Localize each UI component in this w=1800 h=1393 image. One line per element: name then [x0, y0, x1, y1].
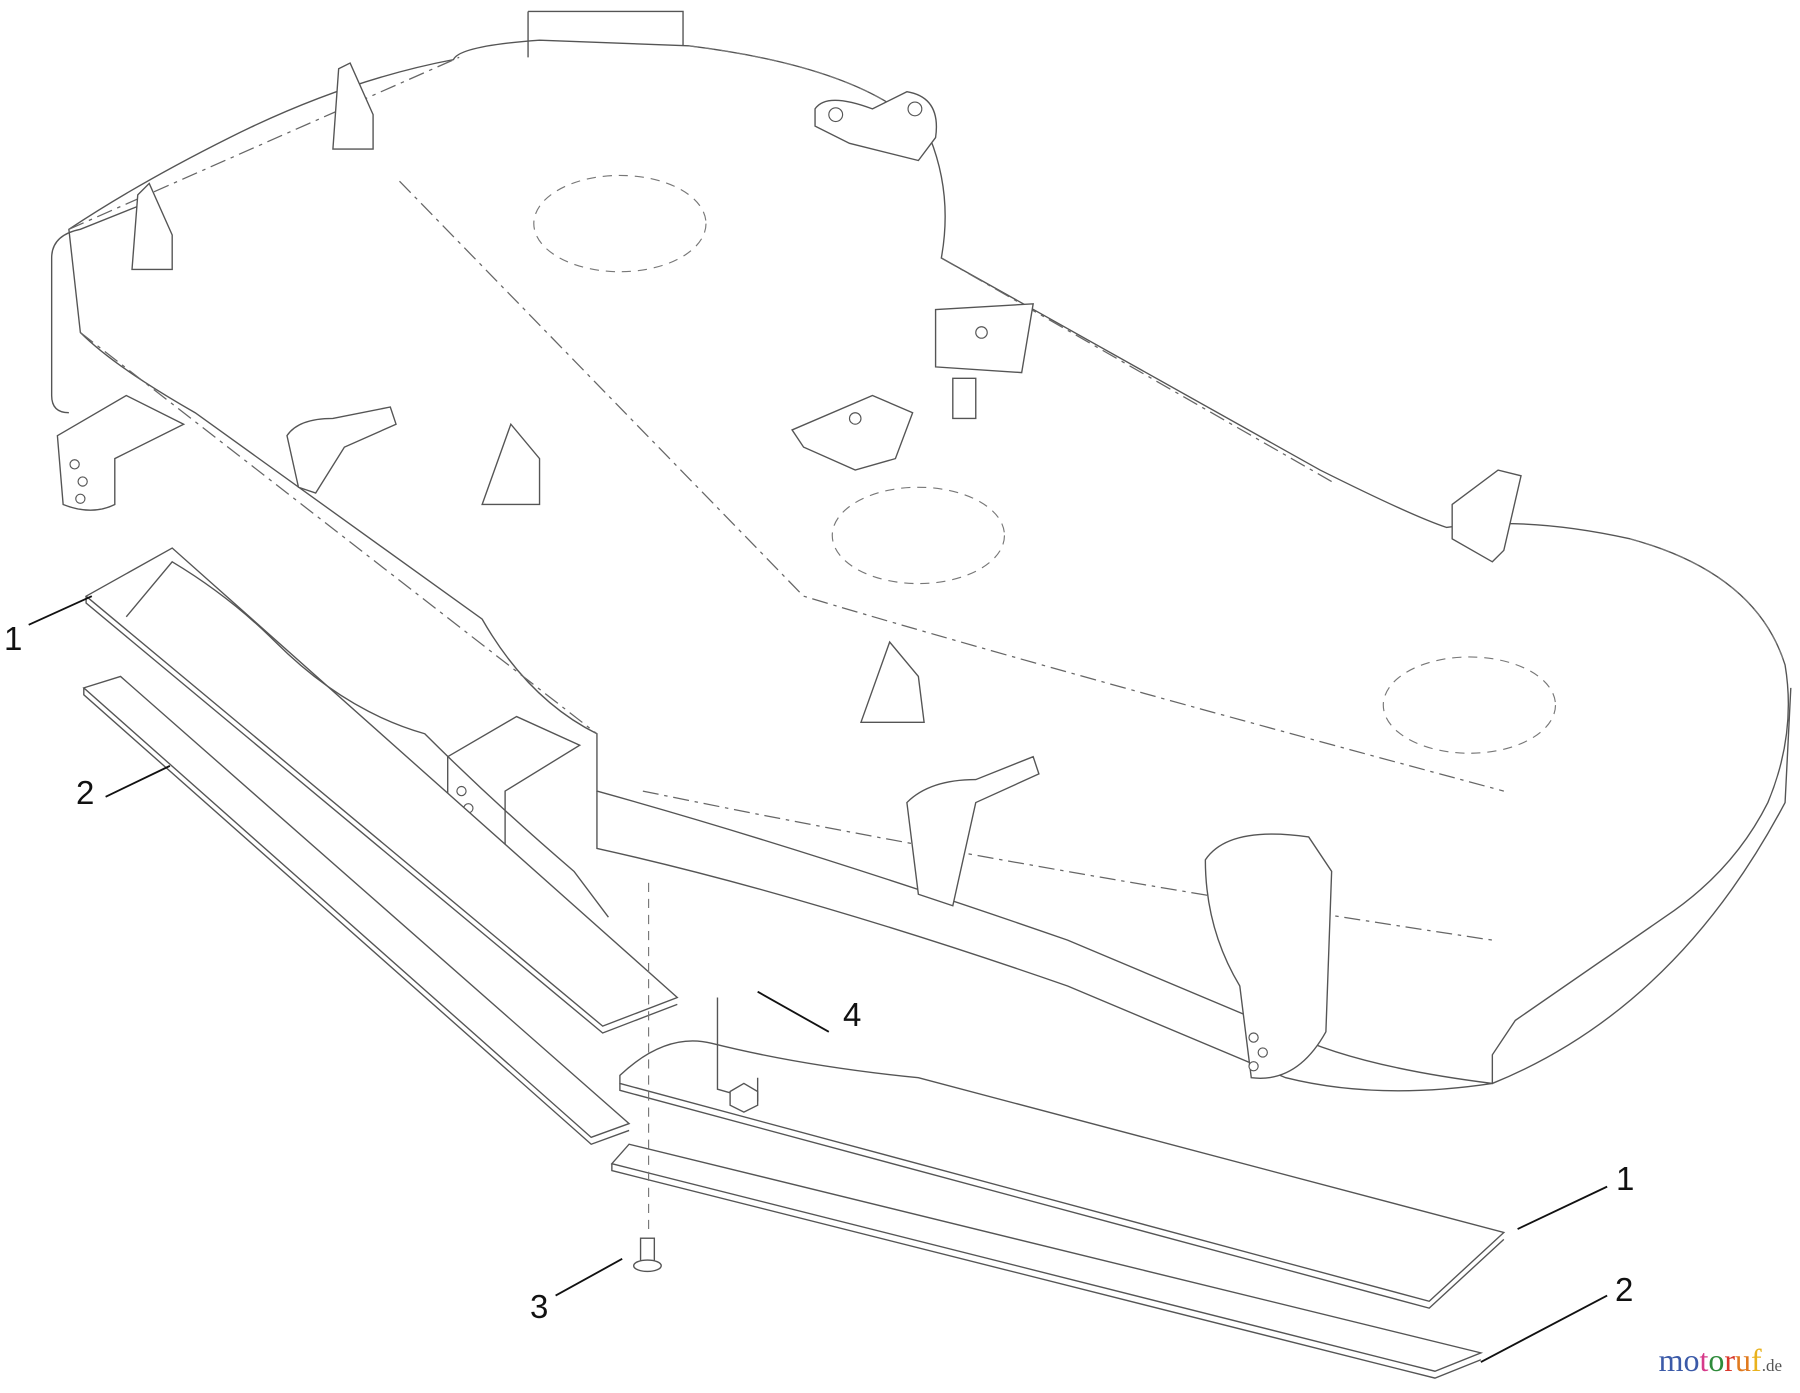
watermark-letter: o: [1683, 1342, 1700, 1378]
watermark-letter: t: [1699, 1342, 1709, 1378]
callout-label-3: 3: [530, 1288, 549, 1325]
bolt-3: [632, 882, 662, 1273]
callout-label-1-right: 1: [1616, 1160, 1635, 1197]
leader-2-right: [1480, 1294, 1608, 1363]
callout-label-1-left: 1: [4, 620, 23, 657]
leader-3: [555, 1258, 623, 1297]
watermark-letter: f: [1751, 1342, 1762, 1378]
callout-label-4: 4: [843, 996, 862, 1033]
watermark-tld: .de: [1761, 1356, 1782, 1375]
leader-1-left: [28, 595, 93, 626]
leader-1-right: [1517, 1185, 1608, 1230]
watermark-letter: u: [1735, 1342, 1752, 1378]
watermark-letter: m: [1658, 1342, 1684, 1378]
baffle-1-right: [619, 1040, 1506, 1309]
callout-label-2-left: 2: [76, 774, 95, 811]
strip-2-right: [610, 1143, 1484, 1379]
watermark-logo: motoruf.de: [1659, 1342, 1782, 1379]
strip-2-left: [82, 675, 631, 1145]
watermark-letter: r: [1724, 1342, 1736, 1378]
leader-2-left: [105, 765, 171, 798]
watermark-letter: o: [1708, 1342, 1725, 1378]
callout-label-2-right: 2: [1615, 1271, 1634, 1308]
leader-4: [757, 990, 830, 1033]
mower-deck: [50, 10, 1792, 1092]
nut-4: [716, 997, 759, 1113]
